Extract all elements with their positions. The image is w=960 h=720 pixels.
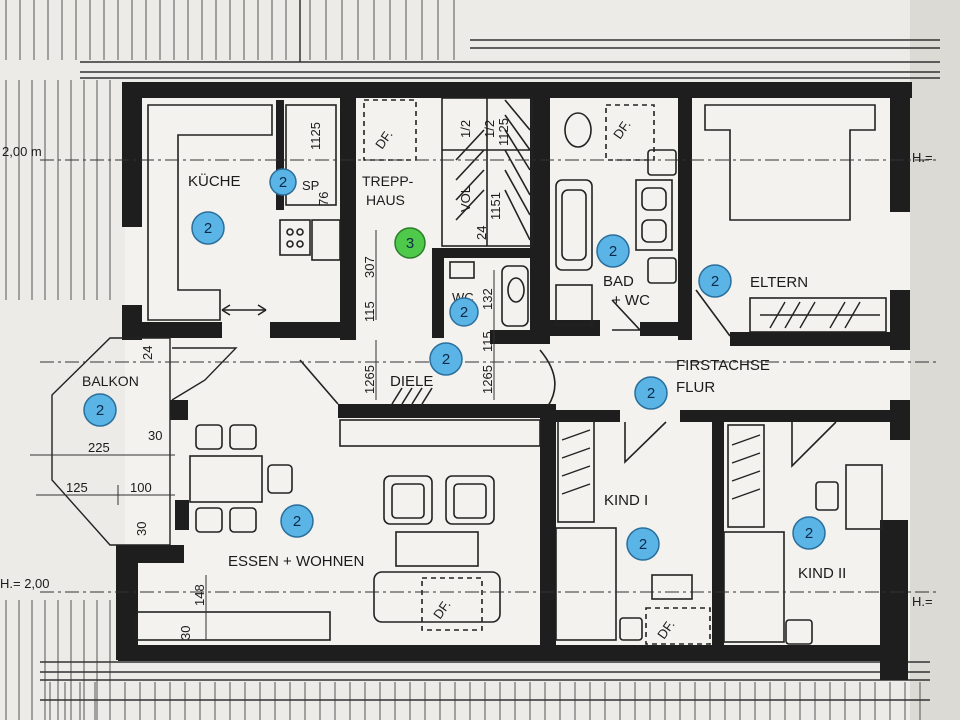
dim-115-b: 115 — [480, 331, 495, 352]
stair-label-3: 1125 — [496, 118, 511, 146]
dim-30-a: 30 — [148, 428, 162, 443]
dimension-lines — [30, 230, 495, 640]
dim-307: 307 — [362, 256, 377, 278]
marker-eltern: 2 — [698, 264, 732, 298]
dim-30-b: 30 — [134, 522, 149, 536]
room-labels: KÜCHE SP TREPP- HAUS BAD + WC ELTERN WC … — [82, 172, 846, 582]
stair-label-6: 1151 — [488, 192, 503, 220]
marker-kind-2: 2 — [792, 516, 826, 550]
dim-148: 148 — [192, 584, 207, 606]
svg-text:2: 2 — [460, 304, 468, 321]
marker-balkon: 2 — [83, 393, 117, 427]
dim-1265-b: 1265 — [480, 365, 495, 394]
marker-kind-1: 2 — [626, 527, 660, 561]
dim-30-c: 30 — [178, 626, 193, 640]
roof-edges — [40, 0, 940, 701]
dim-125: 125 — [66, 480, 88, 495]
label-diele: DIELE — [390, 373, 433, 390]
sp-label-2: 76 — [316, 192, 331, 206]
marker-wc: 2 — [449, 297, 479, 327]
svg-text:2: 2 — [204, 220, 212, 237]
marker-sp: 2 — [269, 168, 297, 196]
svg-text:2: 2 — [711, 273, 719, 290]
label-sp: SP — [302, 178, 319, 193]
floor-area — [125, 85, 910, 660]
marker-bad: 2 — [596, 234, 630, 268]
dim-100: 100 — [130, 480, 152, 495]
dim-h-left-bottom: H.= 2,00 — [0, 576, 50, 591]
svg-text:2: 2 — [442, 351, 450, 368]
marker-kueche: 2 — [191, 211, 225, 245]
wardrobe-hatch — [561, 301, 861, 500]
dim-h-right-bottom: H.= — [912, 594, 933, 609]
marker-flur: 2 — [634, 376, 668, 410]
stair-label-1: 1/2 — [458, 120, 473, 138]
dimension-texts: 2,00 m H.= 2,00 H.= H.= 307 115 1265 126… — [0, 117, 933, 642]
label-bad-2: + WC — [612, 292, 650, 309]
svg-text:2: 2 — [805, 525, 813, 542]
marker-treppe: 3 — [394, 227, 426, 259]
label-treppenhaus-2: HAUS — [366, 192, 405, 208]
svg-text:2: 2 — [647, 385, 655, 402]
svg-text:2: 2 — [609, 243, 617, 260]
label-firstachse: FIRSTACHSE — [676, 357, 770, 374]
furniture — [51, 97, 887, 645]
walls — [116, 82, 912, 680]
label-bad-1: BAD — [603, 273, 634, 290]
paper-edge — [910, 0, 960, 720]
dim-h-right-top: H.= — [912, 150, 933, 165]
label-kind-1: KIND I — [604, 492, 648, 509]
label-essen-wohnen: ESSEN + WOHNEN — [228, 553, 364, 570]
label-balkon: BALKON — [82, 373, 139, 389]
svg-text:2: 2 — [279, 174, 287, 191]
stair-label-4: VOL — [458, 186, 473, 212]
marker-wohnen: 2 — [280, 504, 314, 538]
dim-115-a: 115 — [362, 301, 377, 322]
label-kind-2: KIND II — [798, 565, 846, 582]
dim-1265-a: 1265 — [362, 365, 377, 394]
svg-text:3: 3 — [406, 235, 414, 252]
svg-text:2: 2 — [96, 402, 104, 419]
label-kueche: KÜCHE — [188, 172, 241, 190]
marker-diele: 2 — [429, 342, 463, 376]
axis-lines — [40, 159, 940, 593]
svg-text:2: 2 — [639, 536, 647, 553]
sp-label-1: 1125 — [308, 122, 323, 150]
svg-text:2: 2 — [293, 513, 301, 530]
dim-24: 24 — [140, 346, 155, 360]
room-markers: 2 2 3 2 2 2 2 2 2 2 2 2 — [83, 168, 826, 561]
stair-label-5: 24 — [474, 226, 489, 240]
label-eltern: ELTERN — [750, 274, 808, 291]
dim-225: 225 — [88, 440, 110, 455]
dim-h-left-top: 2,00 m — [2, 144, 42, 159]
label-flur: FLUR — [676, 379, 715, 396]
dim-132: 132 — [480, 288, 495, 310]
label-treppenhaus-1: TREPP- — [362, 173, 414, 189]
stair-label-2: 1/2 — [482, 120, 497, 138]
